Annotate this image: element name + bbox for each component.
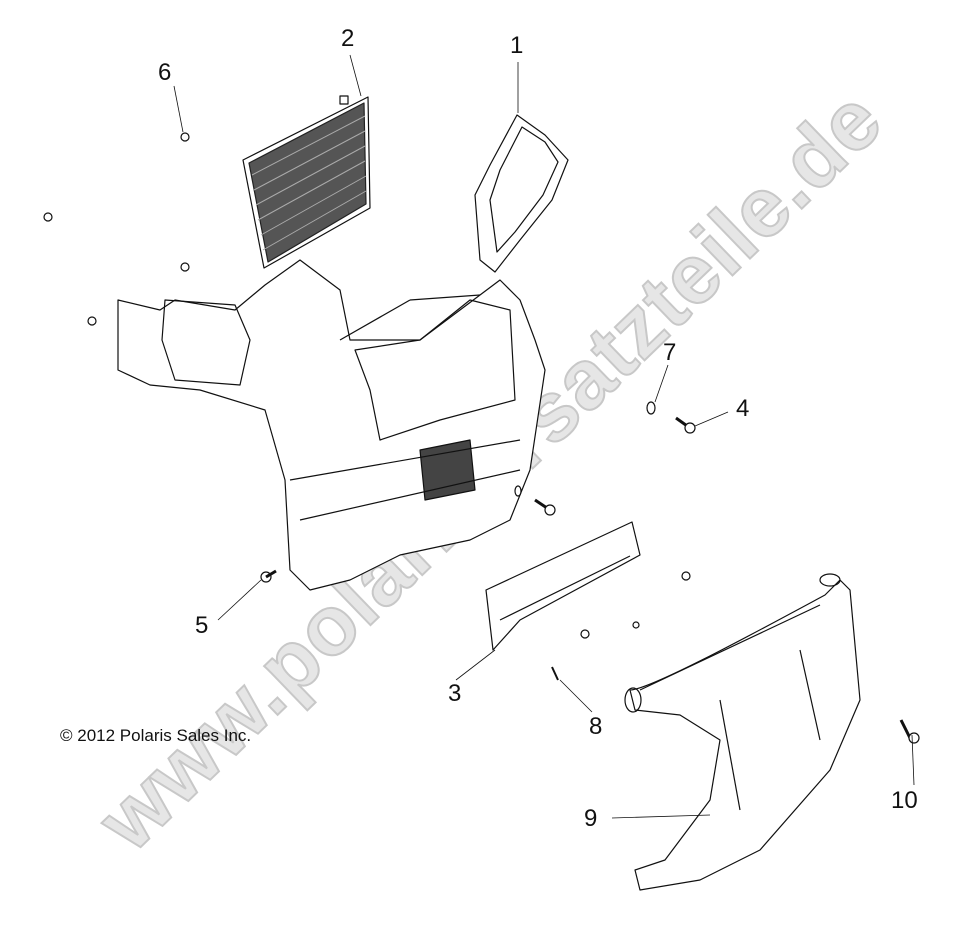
main-bumper-body xyxy=(117,259,546,591)
callout-2: 2 xyxy=(341,25,355,52)
callout-10: 10 xyxy=(891,787,918,814)
callout-8: 8 xyxy=(589,713,603,740)
part-9-brush-guard xyxy=(611,573,861,891)
callout-4: 4 xyxy=(736,395,750,422)
fasteners xyxy=(43,85,920,786)
callout-5: 5 xyxy=(195,612,209,639)
callout-9: 9 xyxy=(584,805,598,832)
part-1-housing xyxy=(474,62,569,273)
callout-6: 6 xyxy=(158,59,172,86)
callout-7: 7 xyxy=(663,339,677,366)
callout-3: 3 xyxy=(448,680,462,707)
part-2-grille xyxy=(242,54,371,269)
callout-1: 1 xyxy=(510,32,524,59)
part-3-skid-bracket xyxy=(455,521,641,681)
copyright-notice: © 2012 Polaris Sales Inc. xyxy=(60,726,252,745)
